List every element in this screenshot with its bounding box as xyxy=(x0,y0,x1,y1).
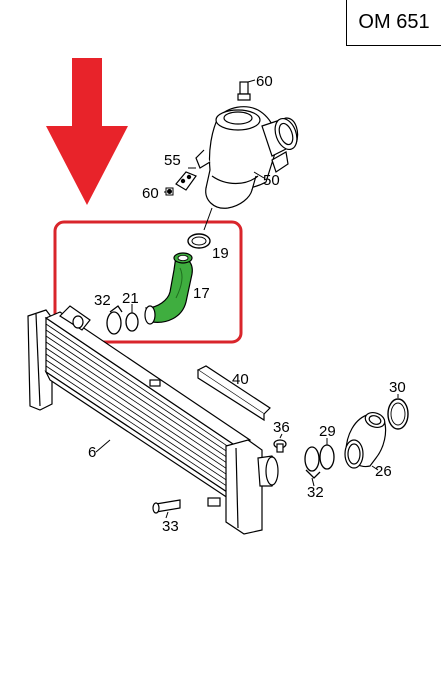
label-17: 17 xyxy=(193,285,210,302)
leader-lines xyxy=(95,167,399,519)
label-55: 55 xyxy=(164,152,181,169)
bracket-55 xyxy=(175,171,197,191)
screw-36 xyxy=(273,439,287,453)
label-36: 36 xyxy=(273,419,290,436)
label-6: 6 xyxy=(88,444,96,461)
label-19: 19 xyxy=(212,245,229,262)
label-32-right: 32 xyxy=(307,484,324,501)
clamp-32-left xyxy=(106,305,123,335)
engine-code: OM 651 xyxy=(358,11,430,33)
seal-ring-30 xyxy=(387,398,409,430)
seal-ring-21 xyxy=(125,312,139,332)
pointer-arrow xyxy=(46,58,128,205)
air-filter-housing xyxy=(195,81,299,209)
charge-air-hose-17 xyxy=(144,252,193,325)
highlight-frame xyxy=(53,220,243,344)
bolt-60-mid xyxy=(165,187,174,196)
engine-code-box: OM 651 xyxy=(346,0,441,46)
label-29: 29 xyxy=(319,423,336,440)
elbow-pipe-26 xyxy=(344,411,387,469)
label-60-mid: 60 xyxy=(142,185,159,202)
label-30: 30 xyxy=(389,379,406,396)
label-33: 33 xyxy=(162,518,179,535)
label-26: 26 xyxy=(375,463,392,480)
bolt-33 xyxy=(152,499,181,514)
seal-ring-19 xyxy=(187,233,211,249)
seal-ring-29 xyxy=(319,444,335,470)
label-50: 50 xyxy=(263,172,280,189)
seal-strip-40 xyxy=(196,365,271,422)
label-40: 40 xyxy=(232,371,249,388)
intercooler-6 xyxy=(27,305,279,535)
label-32-left: 32 xyxy=(94,292,111,309)
label-60-top: 60 xyxy=(256,73,273,90)
clamp-32-right xyxy=(304,446,321,479)
label-21: 21 xyxy=(122,290,139,307)
